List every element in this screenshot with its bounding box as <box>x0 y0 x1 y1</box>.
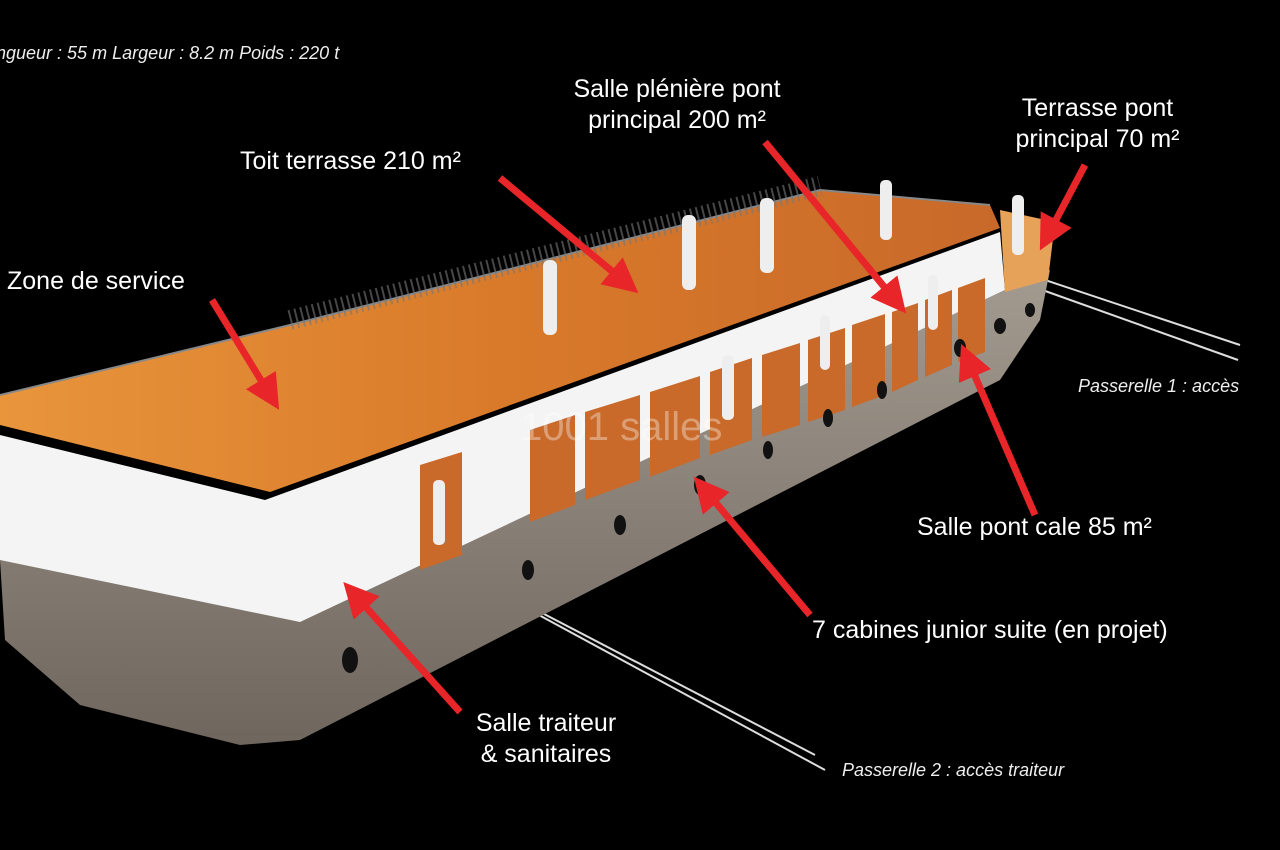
superstructure-side <box>0 232 1005 622</box>
label-cabines: 7 cabines junior suite (en projet) <box>812 616 1168 644</box>
label-line: Salle plénière pont <box>573 75 781 103</box>
label-zone-service: Zone de service <box>7 267 185 295</box>
arrow-salle-cale <box>958 343 1039 517</box>
label-line: & sanitaires <box>480 740 612 768</box>
label-passerelle-1: Passerelle 1 : accès <box>1078 376 1240 396</box>
label-line: Terrasse pont <box>1021 94 1174 122</box>
label-salle-cale: Salle pont cale 85 m² <box>917 513 1152 541</box>
roof-deck <box>0 190 1000 492</box>
label-line: principal 200 m² <box>588 106 766 134</box>
stern <box>1000 210 1055 292</box>
windows <box>420 278 985 570</box>
arrow-traiteur <box>343 581 463 715</box>
arrow-zone-service <box>209 298 280 410</box>
people <box>433 180 1024 545</box>
arrow-toit-terrasse <box>497 175 639 294</box>
label-salle-pleniere: Salle plénière pont principal 200 m² <box>552 74 802 136</box>
arrows <box>209 139 1089 715</box>
hull <box>0 270 1050 745</box>
label-toit-terrasse: Toit terrasse 210 m² <box>240 147 461 175</box>
gangway-1 <box>1014 269 1241 361</box>
arrow-terrasse-pont <box>1039 163 1089 251</box>
label-line: principal 70 m² <box>1015 125 1180 153</box>
arrow-salle-pleniere <box>762 139 907 314</box>
specs-text: ngueur : 55 m Largeur : 8.2 m Poids : 22… <box>0 43 340 63</box>
watermark: 1001 salles <box>520 405 723 449</box>
label-line: Salle traiteur <box>475 709 617 737</box>
label-traiteur: Salle traiteur & sanitaires <box>460 708 632 770</box>
label-passerelle-2: Passerelle 2 : accès traiteur <box>842 760 1065 780</box>
label-terrasse-pont: Terrasse pont principal 70 m² <box>995 93 1200 155</box>
arrow-cabines <box>693 476 813 618</box>
